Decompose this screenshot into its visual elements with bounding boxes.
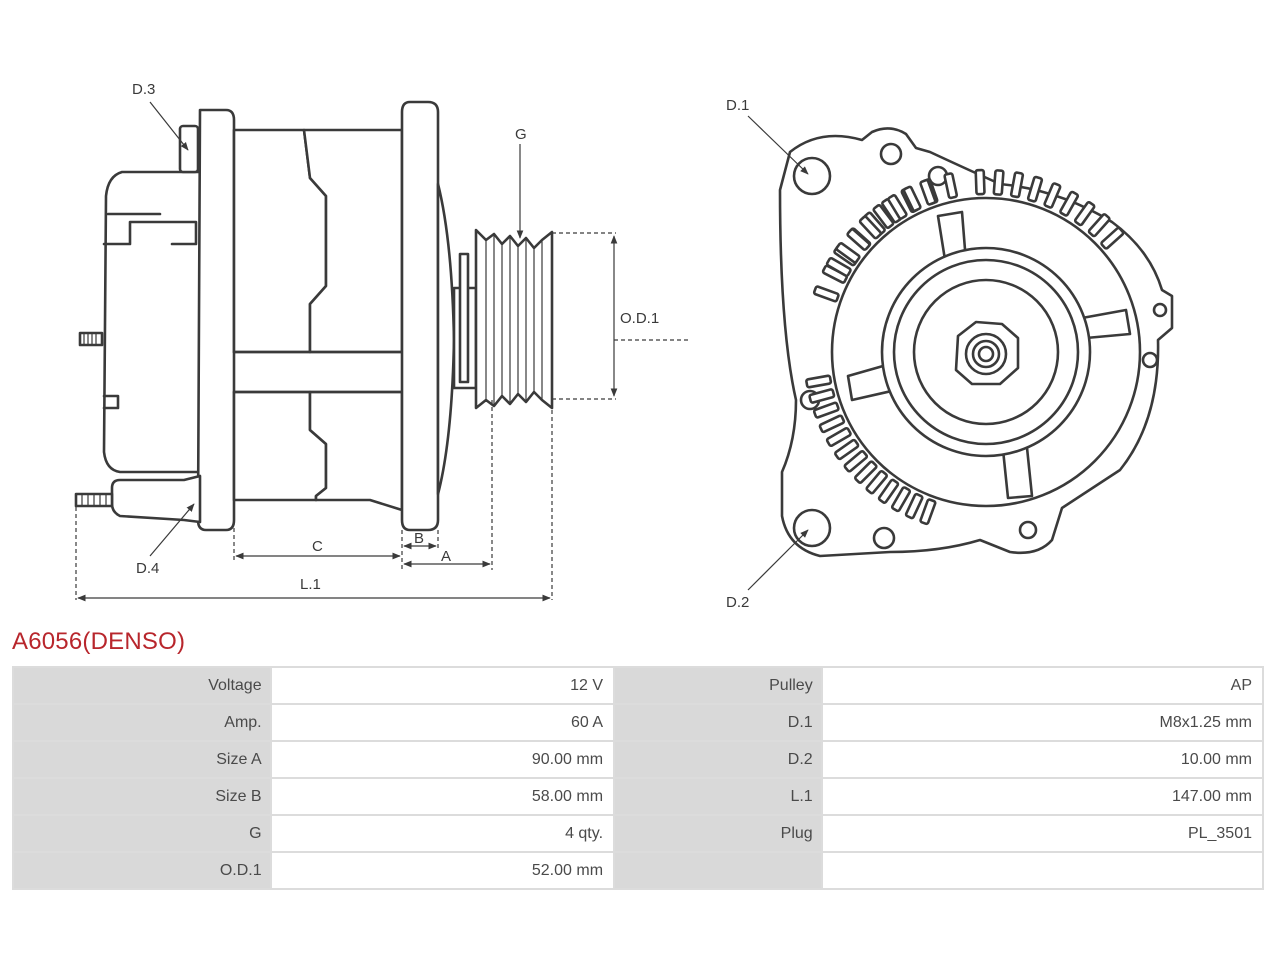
spec-value: AP xyxy=(822,668,1262,703)
label-d3: D.3 xyxy=(132,81,155,98)
rear-stud xyxy=(78,331,104,347)
vent-slot xyxy=(835,242,861,264)
label-g: G xyxy=(515,126,527,143)
rear-cover xyxy=(102,170,202,474)
spec-label: Amp. xyxy=(14,705,270,740)
alternator-technical-drawing: D.3 D.4 G O.D.1 C B A L.1 xyxy=(74,81,1174,611)
spec-value: 4 qty. xyxy=(271,816,614,851)
vent-slot xyxy=(834,438,860,461)
label-c: C xyxy=(312,538,323,555)
spec-value: M8x1.25 mm xyxy=(822,705,1262,740)
d4-terminal xyxy=(74,474,202,524)
spec-value xyxy=(822,853,1262,888)
spec-label: Pulley xyxy=(615,668,821,703)
front-view: D.1 D.2 xyxy=(726,97,1174,611)
vent-slot xyxy=(1026,175,1044,203)
label-d1: D.1 xyxy=(726,97,749,114)
vent-slot xyxy=(854,460,878,484)
spec-value: 58.00 mm xyxy=(271,779,614,814)
label-l1: L.1 xyxy=(300,576,321,593)
side-view: D.3 D.4 G O.D.1 C B A L.1 xyxy=(74,81,690,602)
vent-slot xyxy=(872,204,895,229)
vent-slot xyxy=(887,194,908,220)
vent-slot xyxy=(1009,171,1025,199)
vent-slot xyxy=(1087,213,1111,238)
spec-label xyxy=(615,853,821,888)
spec-value: 12 V xyxy=(271,668,614,703)
label-od1: O.D.1 xyxy=(620,310,659,327)
vent-slot xyxy=(858,215,882,240)
vent-slot xyxy=(825,426,852,448)
vent-slot xyxy=(1059,190,1080,217)
vent-slot xyxy=(825,256,852,278)
spec-label: Size A xyxy=(14,742,270,777)
vent-slot xyxy=(846,228,871,251)
vent-slot xyxy=(812,285,840,303)
spec-label: O.D.1 xyxy=(14,853,270,888)
label-d2: D.2 xyxy=(726,594,749,611)
vent-slot xyxy=(843,450,869,473)
label-b: B xyxy=(414,530,424,547)
vent-slot xyxy=(902,185,922,212)
spec-label: D.1 xyxy=(615,705,821,740)
label-d4: D.4 xyxy=(136,560,159,577)
product-title: A6056(DENSO) xyxy=(12,628,186,655)
vent-slot xyxy=(812,401,840,419)
vent-slot xyxy=(904,492,924,520)
vent-slot xyxy=(808,388,836,404)
spec-value: 90.00 mm xyxy=(271,742,614,777)
front-housing-flange xyxy=(400,100,440,532)
spec-value: 52.00 mm xyxy=(271,853,614,888)
pulley xyxy=(474,228,554,410)
spec-value: 60 A xyxy=(271,705,614,740)
vent-slot xyxy=(974,168,986,196)
spec-value: 147.00 mm xyxy=(822,779,1262,814)
spec-label: Voltage xyxy=(14,668,270,703)
vent-slot xyxy=(865,469,888,495)
vent-slot xyxy=(919,498,937,526)
vent-slot xyxy=(818,414,846,434)
vent-slot xyxy=(919,178,937,206)
vent-slot xyxy=(943,172,959,200)
vent-slot xyxy=(890,486,912,513)
vent-slot xyxy=(1043,182,1062,209)
spec-label: Size B xyxy=(14,779,270,814)
spec-label: Plug xyxy=(615,816,821,851)
spec-label: L.1 xyxy=(615,779,821,814)
spec-label: D.2 xyxy=(615,742,821,777)
vent-slot xyxy=(1073,200,1096,227)
spec-value: PL_3501 xyxy=(822,816,1262,851)
spec-value: 10.00 mm xyxy=(822,742,1262,777)
rear-housing-flange xyxy=(196,108,236,532)
spec-label: G xyxy=(14,816,270,851)
vent-slot xyxy=(1100,226,1125,250)
vent-slot xyxy=(805,374,833,389)
vent-slot xyxy=(992,169,1005,196)
cooling-vents xyxy=(805,168,1125,526)
vent-slot xyxy=(877,478,900,504)
label-a: A xyxy=(441,548,451,565)
